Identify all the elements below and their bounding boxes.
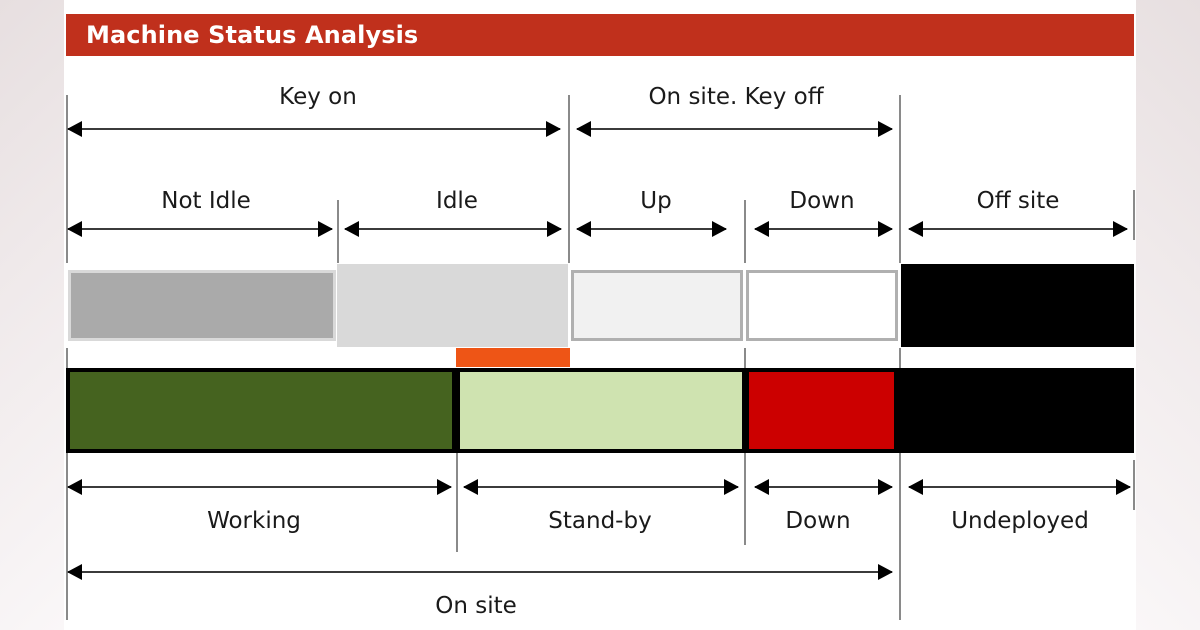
span-label-undeployed: Undeployed	[951, 508, 1089, 534]
span-label-key-on: Key on	[279, 84, 357, 110]
background-gradient-left	[0, 0, 64, 630]
background-gradient-right	[1136, 0, 1200, 630]
span-arrow-down-upper	[754, 221, 893, 237]
span-label-up: Up	[640, 188, 672, 214]
span-arrow-up	[576, 221, 727, 237]
guide-line-right	[1133, 190, 1135, 240]
upper-segment-down[interactable]	[746, 270, 898, 341]
lower-segment-down[interactable]	[745, 368, 898, 453]
span-label-down-lower: Down	[785, 508, 851, 534]
span-label-on-site: On site	[435, 593, 517, 619]
guide-line-left	[66, 95, 68, 620]
span-arrow-stand-by	[463, 479, 739, 495]
guide-line-keyon	[568, 95, 570, 348]
upper-segment-not-idle[interactable]	[68, 270, 336, 341]
span-arrow-off-site	[908, 221, 1128, 237]
span-label-stand-by: Stand-by	[548, 508, 652, 534]
span-label-on-site-key-off: On site. Key off	[648, 84, 824, 110]
span-arrow-not-idle	[67, 221, 333, 237]
span-arrow-undeployed	[908, 479, 1131, 495]
span-label-not-idle: Not Idle	[161, 188, 251, 214]
span-label-working: Working	[207, 508, 301, 534]
span-label-idle: Idle	[436, 188, 478, 214]
upper-segment-up[interactable]	[571, 270, 743, 341]
span-label-down-upper: Down	[789, 188, 855, 214]
page-title: Machine Status Analysis	[86, 21, 419, 49]
span-arrow-idle	[344, 221, 562, 237]
span-arrow-working	[67, 479, 452, 495]
span-arrow-key-on	[67, 121, 561, 137]
lower-segment-stand-by[interactable]	[456, 368, 746, 453]
span-label-off-site: Off site	[976, 188, 1060, 214]
orange-marker[interactable]	[456, 348, 570, 367]
span-arrow-on-site-key-off	[576, 121, 893, 137]
upper-segment-idle[interactable]	[337, 264, 568, 347]
title-bar: Machine Status Analysis	[66, 14, 1134, 56]
span-arrow-down-lower	[754, 479, 893, 495]
guide-line-notidle-idle	[337, 200, 339, 266]
guide-line-onsite-right	[899, 95, 901, 620]
upper-segment-off-site[interactable]	[901, 264, 1134, 347]
guide-line-working-standby	[456, 452, 458, 552]
span-arrow-on-site	[67, 564, 893, 580]
lower-segment-working[interactable]	[66, 368, 456, 453]
lower-segment-undeployed[interactable]	[897, 368, 1134, 453]
guide-line-right-bottom	[1133, 460, 1135, 510]
